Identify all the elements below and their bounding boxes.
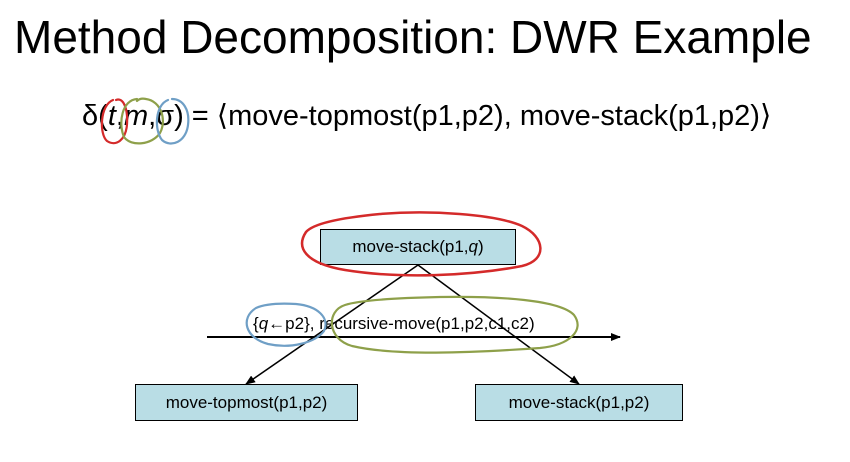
root-node-var: q	[468, 237, 478, 256]
edge-label-rest: recursive-move(p1,p2,c1,c2)	[319, 314, 535, 333]
root-node-suffix: )	[478, 237, 484, 256]
root-node-prefix: move-stack(p1,	[352, 237, 469, 256]
slide-title: Method Decomposition: DWR Example	[14, 11, 812, 63]
formula-rhs: ) = ⟨move-topmost(p1,p2), move-stack(p1,…	[174, 100, 772, 132]
edge-label-sep: ,	[309, 314, 320, 333]
edge-label-assign: ←p2}	[268, 314, 310, 333]
root-node: move-stack(p1,q)	[320, 229, 516, 265]
edge-label-var: q	[258, 314, 269, 333]
edge-label: {q←p2}, recursive-move(p1,p2,c1,c2)	[253, 314, 535, 334]
left-child-node: move-topmost(p1,p2)	[135, 384, 358, 421]
right-child-node: move-stack(p1,p2)	[475, 384, 683, 421]
